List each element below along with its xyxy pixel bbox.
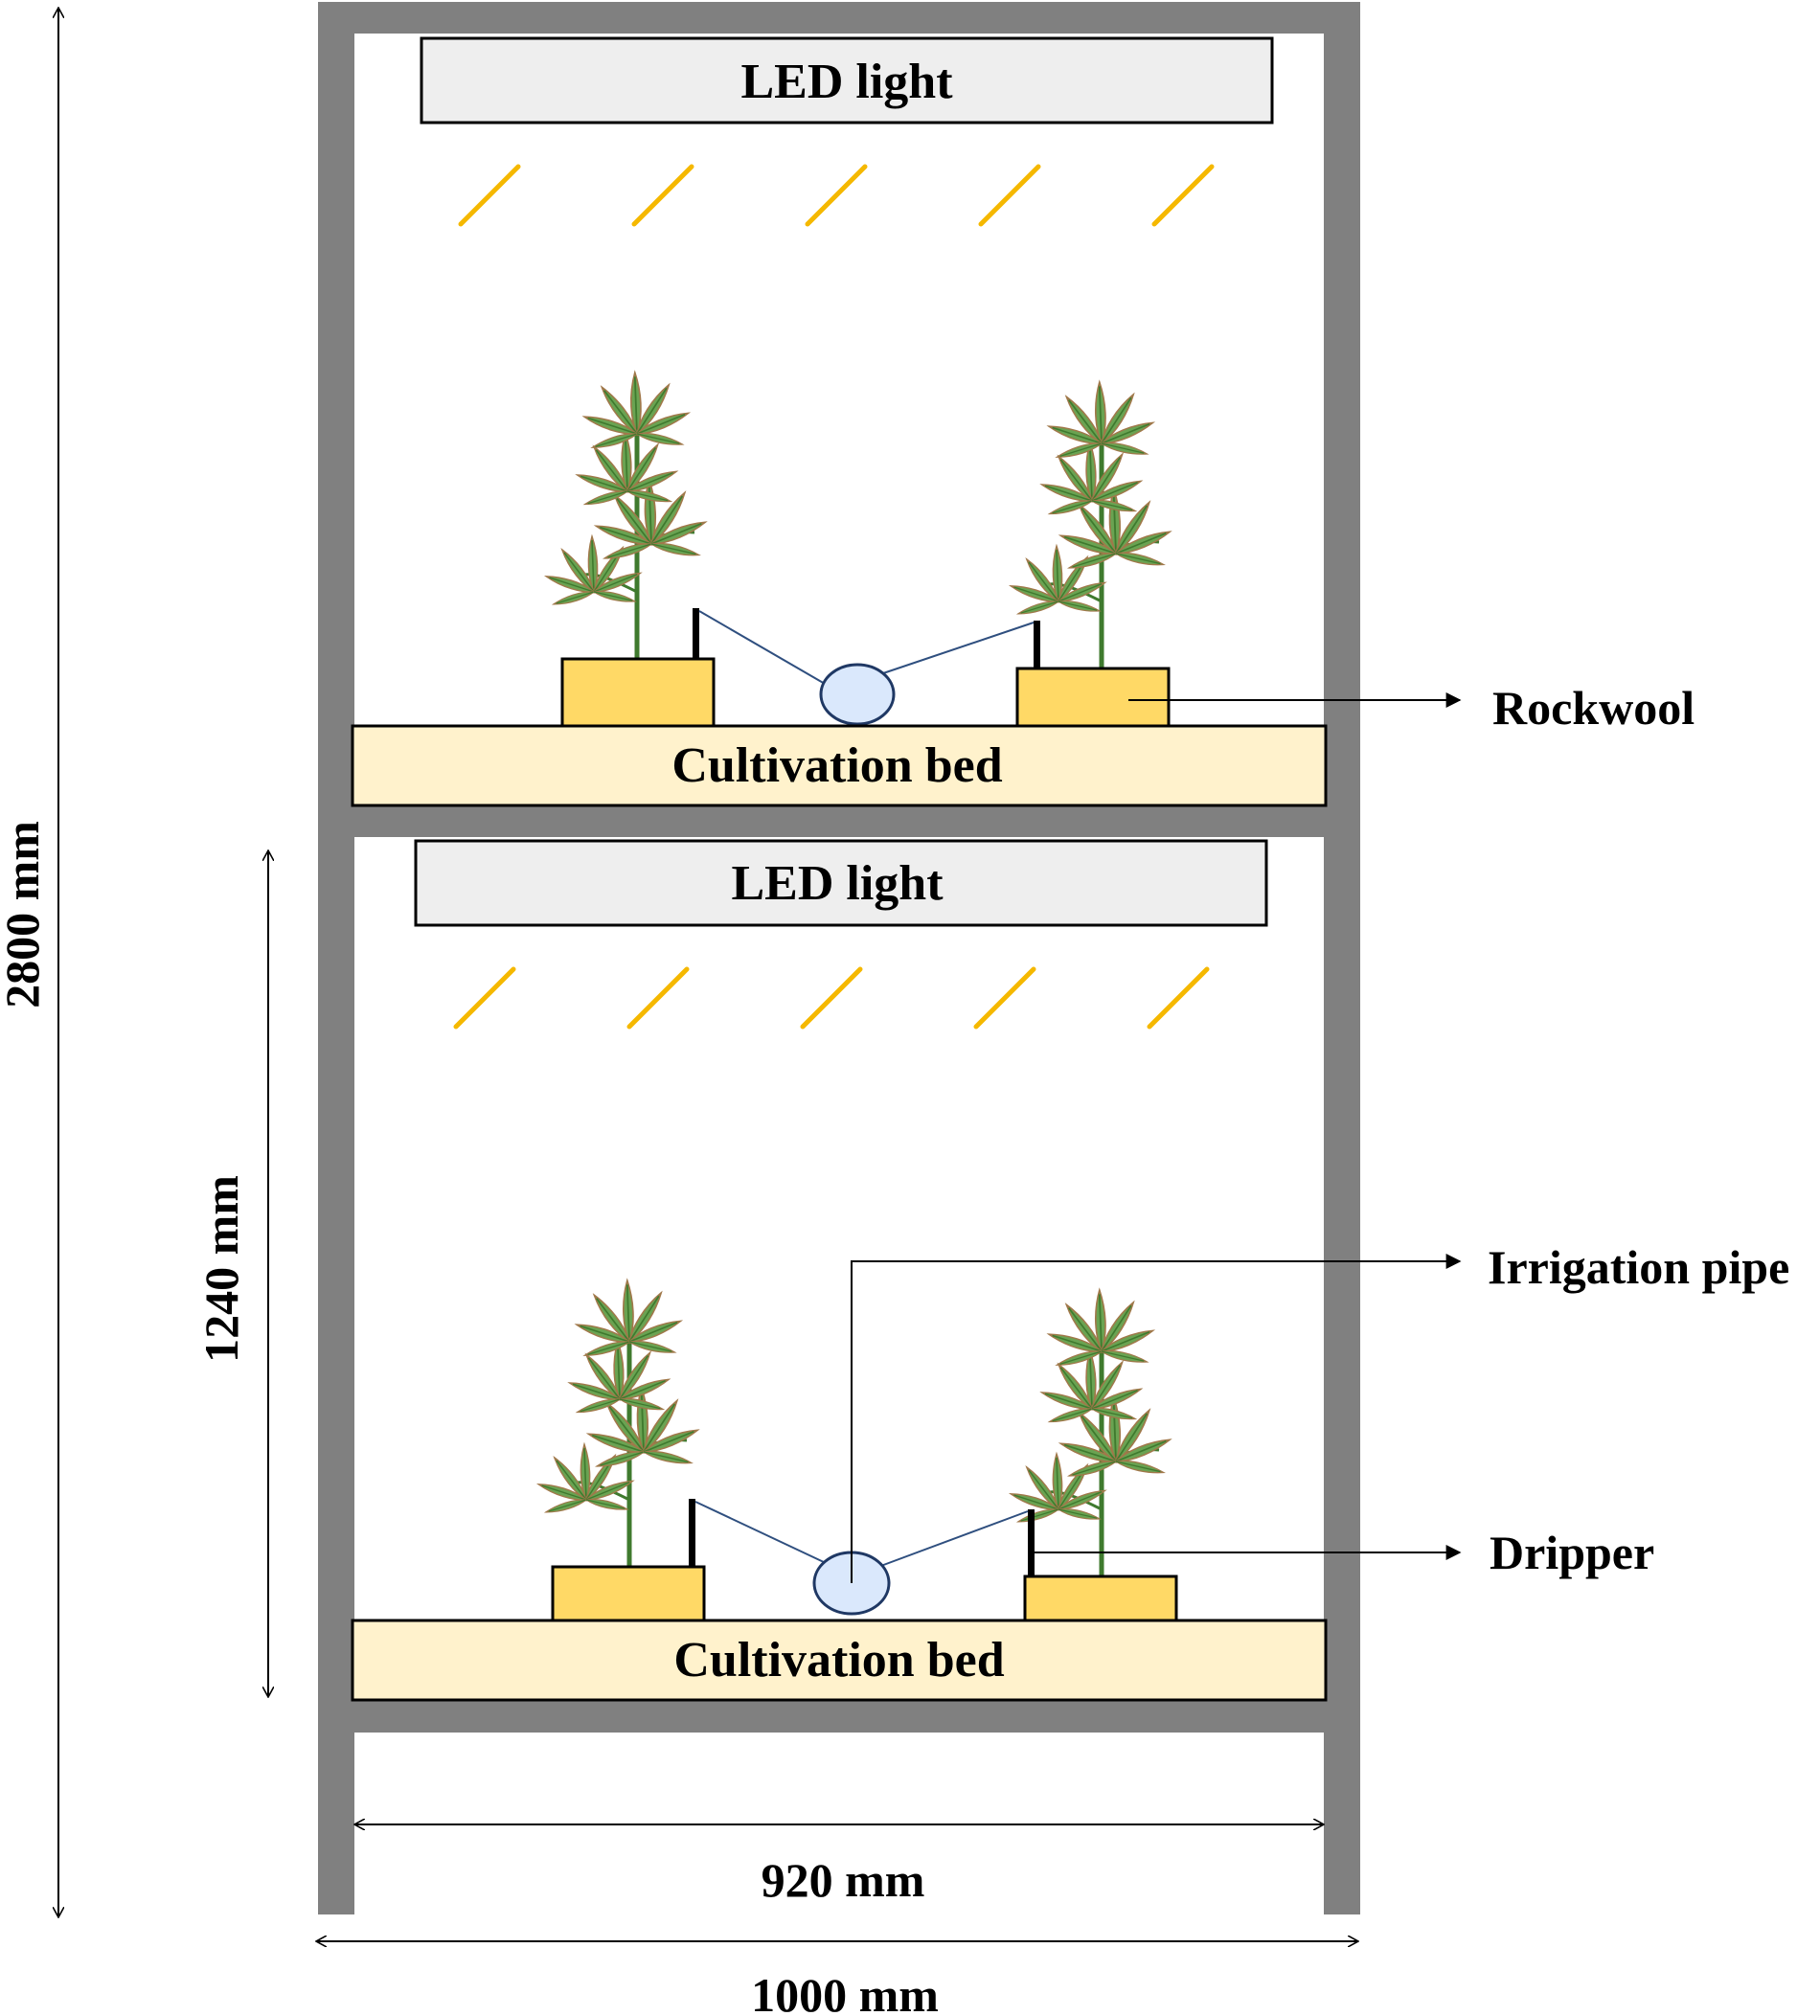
irrigation-pipe-label: Irrigation pipe bbox=[1488, 1240, 1789, 1294]
rockwool-top-right bbox=[1015, 667, 1171, 728]
rockwool-top-left bbox=[560, 657, 716, 728]
drip-line-bottom-right bbox=[877, 1510, 1029, 1568]
led-label-bottom: LED light bbox=[731, 856, 944, 911]
bottom-tier: LED light Cultivation bed bbox=[351, 839, 1328, 1702]
dripper-bottom-left bbox=[689, 1499, 695, 1567]
rockwool-label: Rockwool bbox=[1492, 681, 1695, 735]
total-height-label: 2800 mm bbox=[0, 821, 49, 1008]
led-light-bottom: LED light bbox=[414, 839, 1268, 927]
cultivation-bed-top: Cultivation bed bbox=[351, 724, 1328, 807]
frame-middle-shelf bbox=[318, 803, 1360, 837]
dripper-top-left bbox=[693, 608, 699, 659]
dimension-inner-width: 920 mm bbox=[354, 1824, 1324, 1907]
drip-line-top-left bbox=[698, 610, 832, 689]
led-label-top: LED light bbox=[740, 55, 953, 109]
drip-line-bottom-left bbox=[694, 1501, 827, 1564]
rockwool-bottom-right bbox=[1023, 1574, 1178, 1622]
cultivation-bed-bottom: Cultivation bed bbox=[351, 1619, 1328, 1702]
frame-right-post bbox=[1324, 2, 1360, 1914]
dimension-outer-width: 1000 mm bbox=[316, 1941, 1358, 2016]
dimension-total-height: 2800 mm bbox=[0, 8, 58, 1917]
top-tier: LED light Cultivation bed bbox=[351, 36, 1328, 807]
light-rays-top bbox=[458, 164, 1215, 227]
frame-bottom-shelf bbox=[318, 1698, 1360, 1733]
bed-label-top: Cultivation bed bbox=[671, 738, 1002, 793]
frame-left-post bbox=[318, 2, 354, 1914]
callout-irrigation-pipe: Irrigation pipe bbox=[851, 1240, 1789, 1583]
dripper-label: Dripper bbox=[1490, 1526, 1654, 1579]
plant-top-left bbox=[545, 373, 707, 659]
drip-line-top-right bbox=[882, 622, 1035, 674]
callout-dripper: Dripper bbox=[1035, 1526, 1654, 1579]
rack-frame bbox=[318, 2, 1360, 1914]
plant-bottom-left bbox=[537, 1280, 699, 1567]
bed-label-bottom: Cultivation bed bbox=[673, 1633, 1004, 1688]
dimension-tier-height: 1240 mm bbox=[194, 850, 268, 1697]
frame-top-beam bbox=[318, 2, 1360, 34]
light-rays-bottom bbox=[453, 966, 1210, 1030]
rockwool-bottom-left bbox=[551, 1565, 706, 1622]
tier-height-label: 1240 mm bbox=[194, 1175, 248, 1363]
irrigation-pipe-top bbox=[819, 663, 896, 726]
outer-width-label: 1000 mm bbox=[751, 1968, 939, 2016]
dripper-bottom-right bbox=[1028, 1509, 1035, 1576]
callout-rockwool: Rockwool bbox=[1128, 681, 1695, 735]
dripper-top-right bbox=[1034, 621, 1040, 668]
led-light-top: LED light bbox=[420, 36, 1274, 125]
inner-width-label: 920 mm bbox=[762, 1853, 925, 1907]
